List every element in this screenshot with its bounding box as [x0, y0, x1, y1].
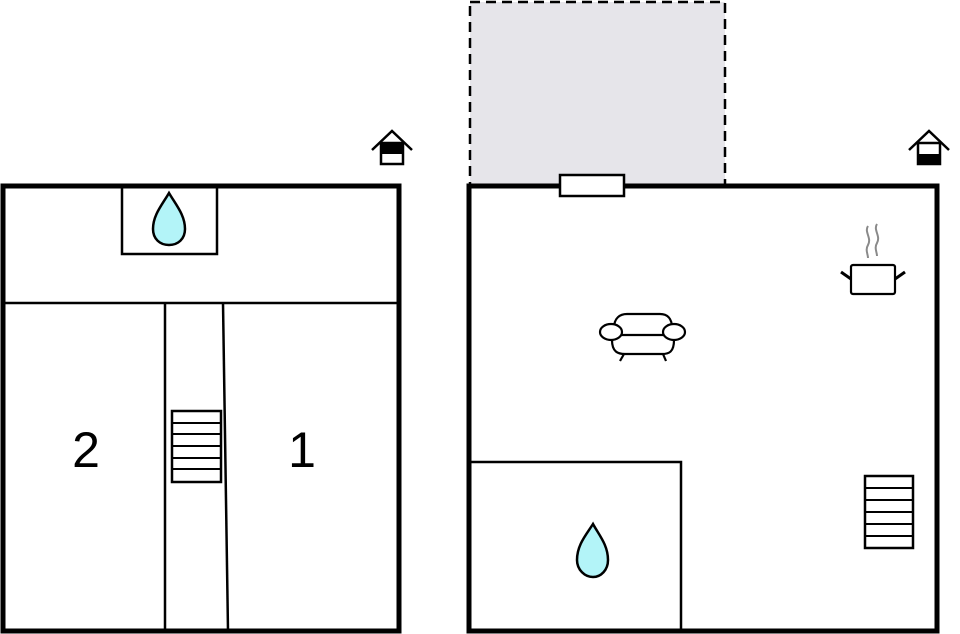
water-drop-icon: [575, 521, 610, 579]
terrace: [468, 0, 727, 188]
water-drop-icon: [151, 190, 187, 247]
door-icon: [558, 173, 626, 198]
hallway-wall-right: [221, 302, 230, 632]
sofa-icon: [598, 312, 687, 362]
stairs-icon: [170, 409, 223, 484]
upper-floor-house-icon: [371, 129, 413, 166]
ground-bathroom: [467, 460, 683, 633]
ground-floor-outer-wall: [466, 183, 940, 634]
upper-floor: 2 1: [0, 129, 413, 634]
ground-floor-house-icon: [908, 129, 950, 166]
room-label-bedroom-1: 1: [288, 422, 316, 478]
room-label-bedroom-2: 2: [72, 422, 100, 478]
upper-bathroom: [120, 184, 219, 256]
cooking-pot-icon: [840, 223, 906, 296]
ground-floor: [466, 0, 950, 634]
stairs-icon: [863, 474, 915, 550]
